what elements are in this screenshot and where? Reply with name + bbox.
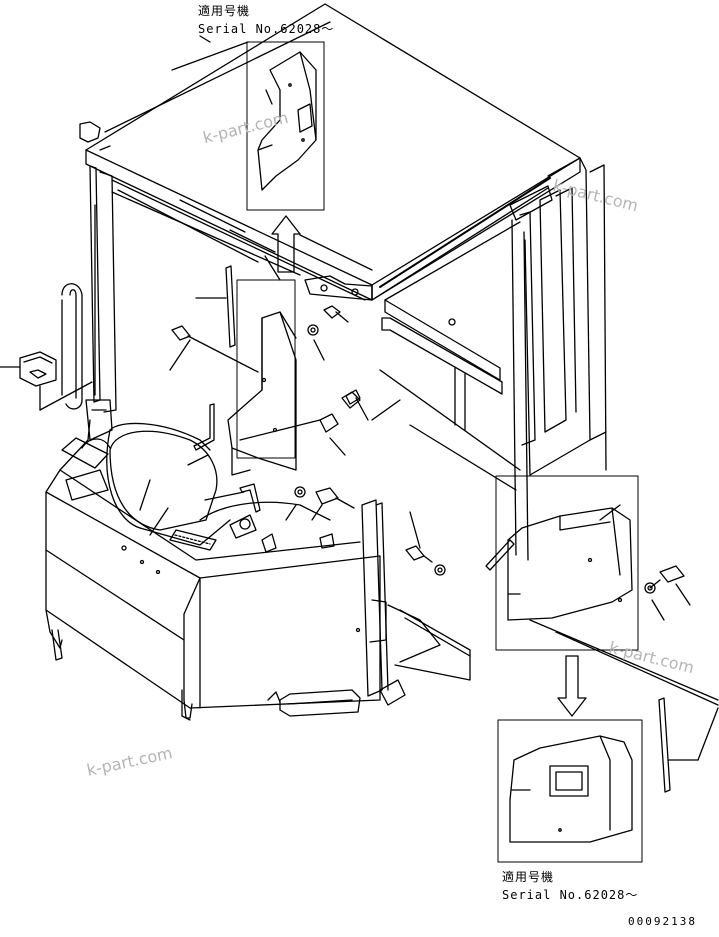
- rear-cross-bar: [299, 234, 521, 491]
- center-cover-part: [227, 279, 361, 476]
- cab-roof: [79, 3, 581, 301]
- front-console: [45, 399, 381, 721]
- detail-arrows: [271, 215, 587, 717]
- side-cover-part: [405, 475, 719, 793]
- door-post: [361, 499, 471, 706]
- inset-leader-top: [171, 41, 249, 71]
- serial-number-note-top: Serial No.62028～: [198, 22, 335, 36]
- operator-seat: [109, 430, 331, 531]
- grab-handle: [61, 283, 83, 410]
- note-leader-top: [199, 35, 211, 43]
- drawing-number: 00092138: [628, 915, 697, 928]
- applicable-serial-note-bottom: 適用号機: [502, 870, 555, 884]
- top-detail-inset: [246, 41, 325, 211]
- bottom-detail-inset: [497, 719, 643, 863]
- serial-number-note-bottom: Serial No.62028～: [502, 888, 639, 902]
- applicable-serial-note-top: 適用号機: [198, 4, 251, 18]
- cab-rear-frame: [371, 157, 607, 561]
- fastener-parts: [139, 255, 401, 536]
- rocker-switch-part: [0, 351, 93, 411]
- cab-front-frame: [89, 165, 366, 413]
